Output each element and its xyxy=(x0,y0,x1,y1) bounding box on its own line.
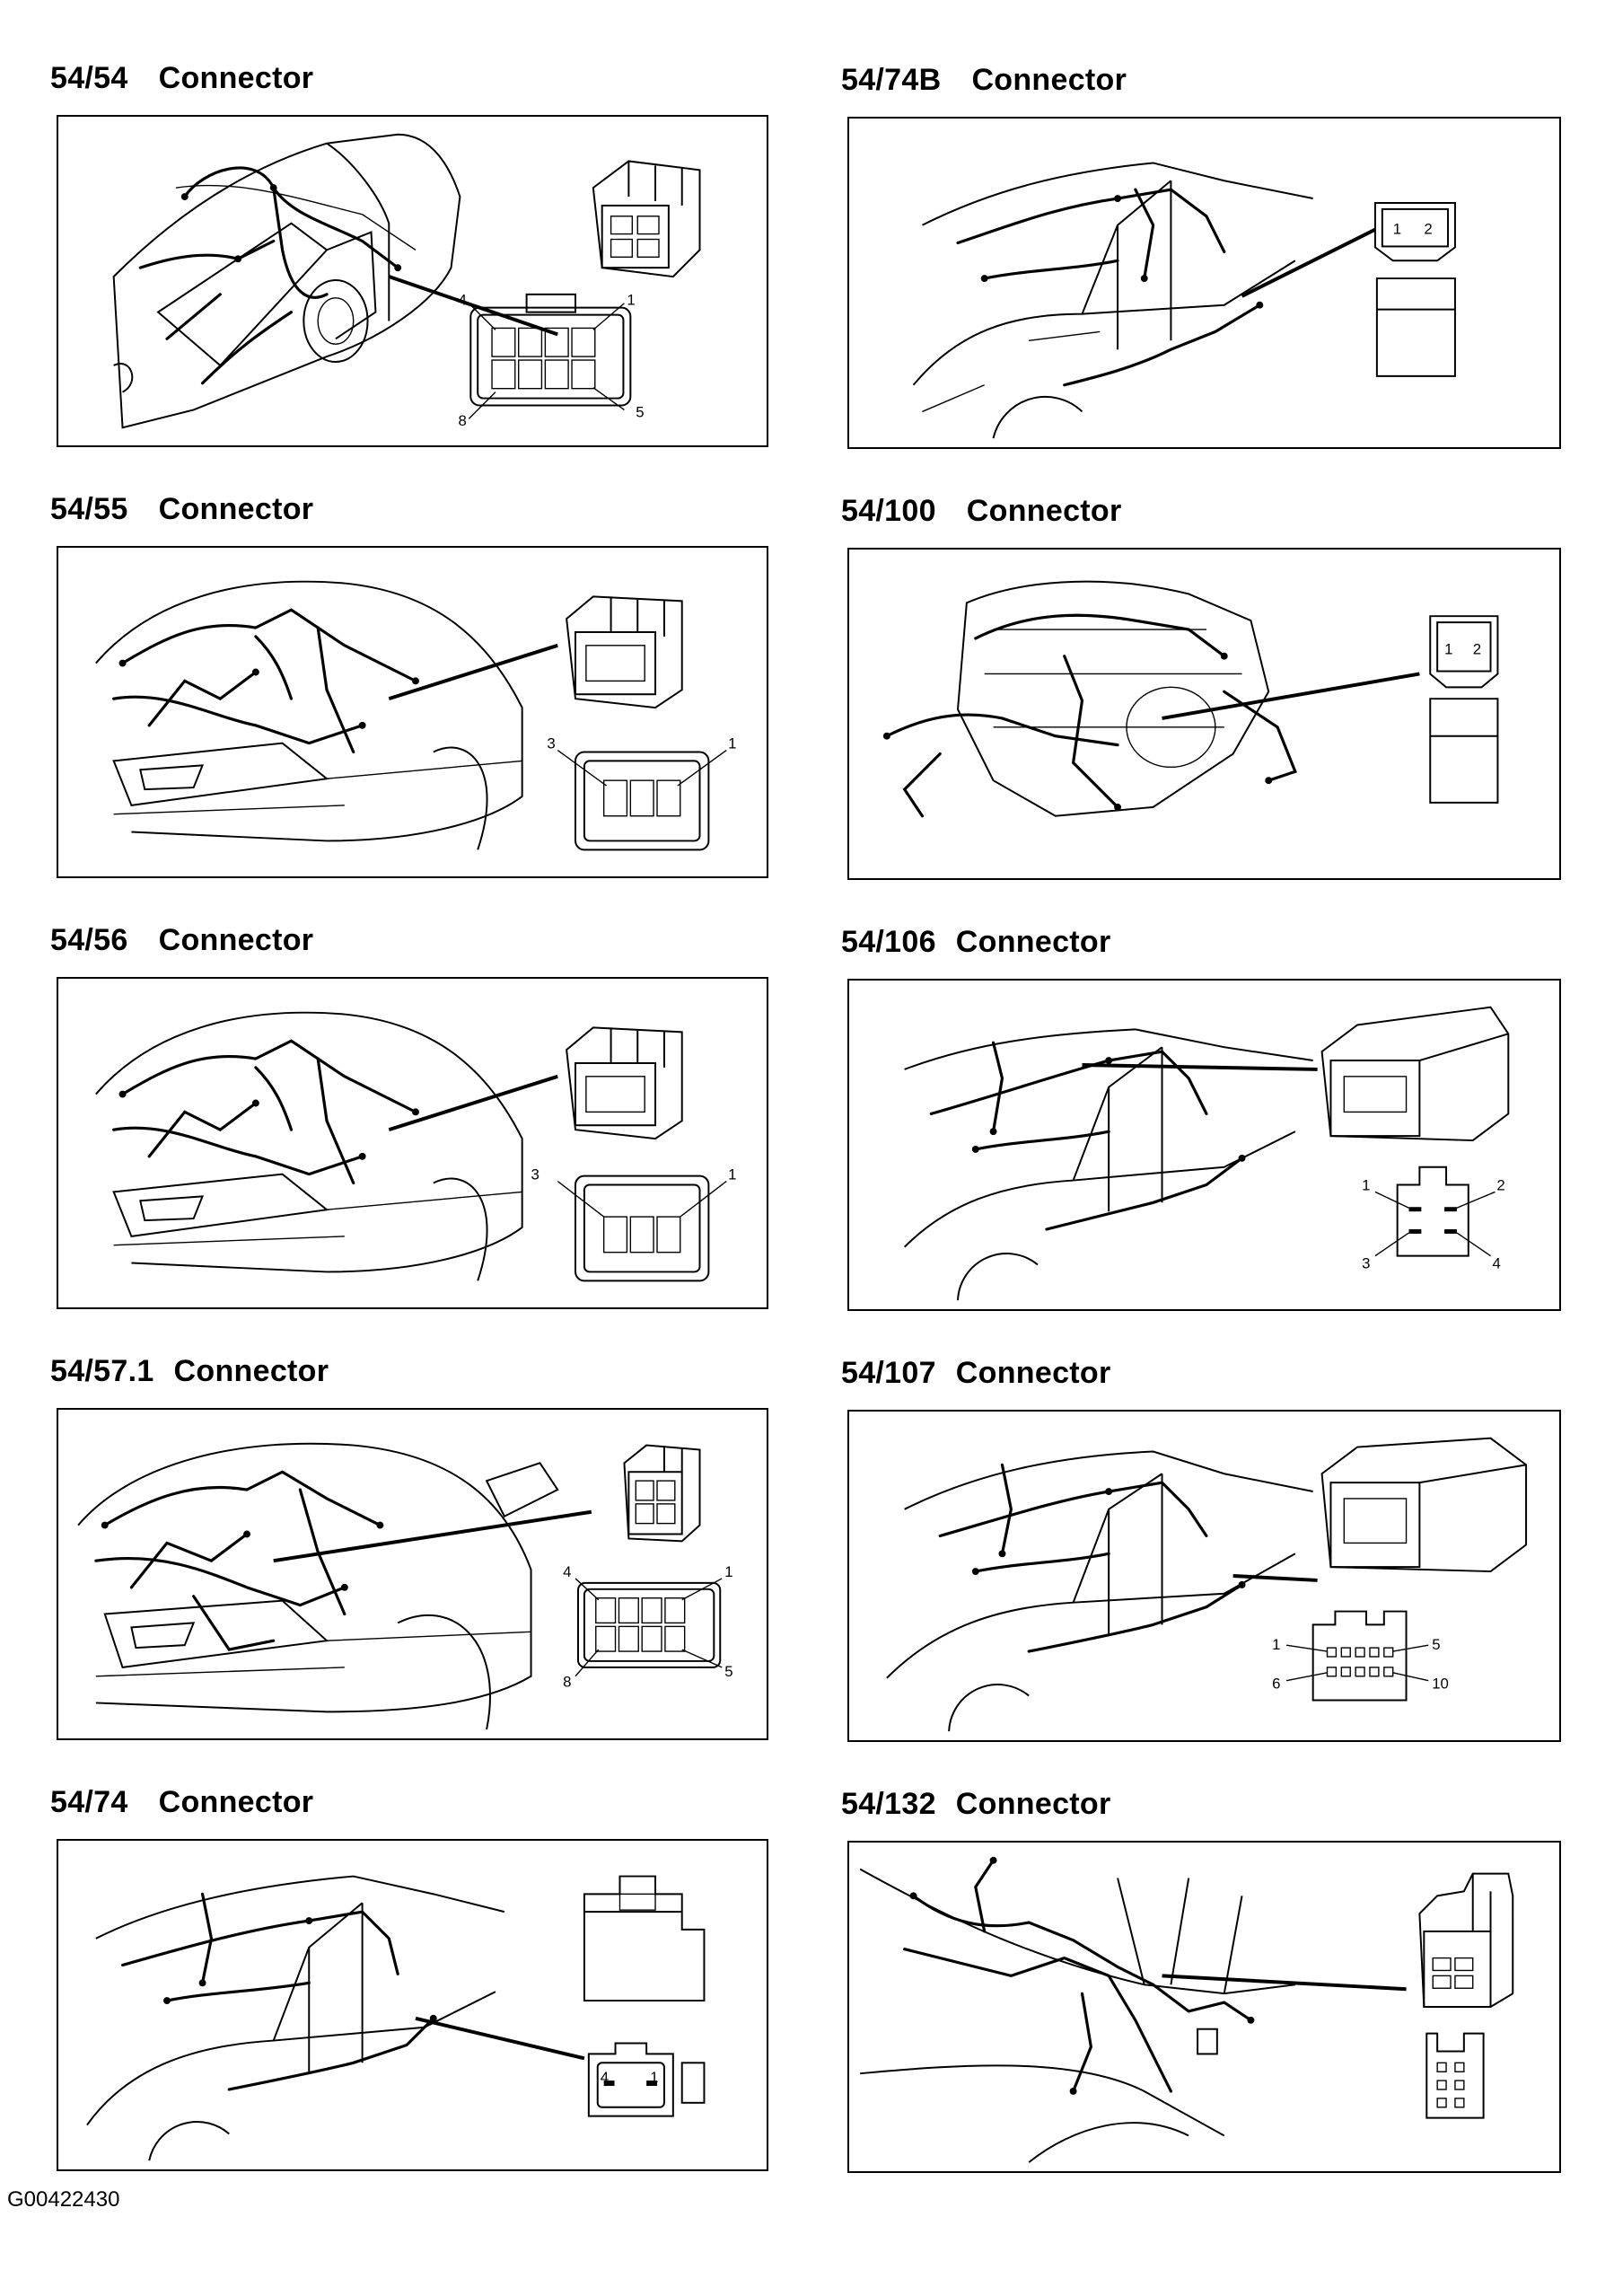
connector-housing-3d xyxy=(1320,1006,1510,1142)
pin-label: 8 xyxy=(563,1674,571,1691)
connector-face-2-pin: 1 2 xyxy=(1373,201,1456,377)
connector-housing-3d xyxy=(566,1026,683,1140)
connector-housing-3d xyxy=(1418,1872,1514,2008)
connector-label: Connector xyxy=(158,1785,314,1819)
pin-label: 2 xyxy=(1424,221,1432,238)
panel-title-54-57-1: 54/57.1 Connector xyxy=(50,1354,329,1389)
panel-title-54-132: 54/132 Connector xyxy=(841,1787,1111,1822)
car-rear-view-illustration xyxy=(112,133,558,429)
connector-label: Connector xyxy=(173,1354,329,1388)
pin-label: 10 xyxy=(1432,1676,1449,1693)
diagram-panel-54-55: 3 1 xyxy=(57,546,768,878)
connector-number: 54/74B xyxy=(841,63,942,97)
diagram-panel-54-74b: 1 2 xyxy=(847,117,1561,449)
pin-label: 4 xyxy=(458,292,466,309)
connector-housing-3d xyxy=(623,1444,701,1543)
connector-number: 54/55 xyxy=(50,492,128,526)
connector-housing-3d xyxy=(583,1875,706,2002)
diagram-panel-54-132 xyxy=(847,1841,1561,2173)
connector-label: Connector xyxy=(955,1356,1111,1390)
engine-harness-illustration xyxy=(882,580,1420,818)
connector-face-2-pin: 1 2 xyxy=(1429,615,1499,804)
pin-label: 1 xyxy=(728,1166,736,1183)
engine-bay-illustration xyxy=(95,580,558,850)
pin-label: 1 xyxy=(1444,641,1452,658)
engine-bay-illustration xyxy=(77,1442,592,1730)
pin-label: 2 xyxy=(1496,1176,1504,1193)
connector-face-3-pin: 3 1 xyxy=(531,1166,737,1282)
car-side-view-illustration xyxy=(903,1028,1318,1301)
dash-harness-illustration xyxy=(859,1856,1407,2163)
engine-bay-illustration xyxy=(95,1011,558,1281)
connector-label: Connector xyxy=(955,1787,1111,1821)
pin-label: 3 xyxy=(547,735,555,752)
connector-label: Connector xyxy=(158,492,314,526)
panel-title-54-107: 54/107 Connector xyxy=(841,1356,1111,1391)
connector-face-8-pin: 4 1 8 5 xyxy=(563,1563,732,1691)
car-side-view-illustration xyxy=(912,162,1376,439)
pin-label: 4 xyxy=(601,2069,609,2086)
connector-label: Connector xyxy=(955,925,1111,959)
panel-title-54-100: 54/100 Connector xyxy=(841,494,1122,529)
diagram-panel-54-57-1: 4 1 8 5 xyxy=(57,1408,768,1740)
connector-number: 54/74 xyxy=(50,1785,128,1819)
diagram-panel-54-56: 3 1 xyxy=(57,977,768,1309)
connector-number: 54/100 xyxy=(841,494,936,528)
pin-label: 5 xyxy=(724,1663,732,1680)
pin-label: 3 xyxy=(1362,1254,1370,1271)
connector-face-3-pin: 3 1 xyxy=(547,735,737,851)
pin-label: 1 xyxy=(1362,1176,1370,1193)
car-side-view-illustration xyxy=(886,1450,1318,1732)
pin-label: 1 xyxy=(650,2069,658,2086)
panel-title-54-74b: 54/74B Connector xyxy=(841,63,1127,98)
panel-title-54-106: 54/106 Connector xyxy=(841,925,1111,960)
pin-label: 6 xyxy=(1272,1676,1280,1693)
connector-number: 54/54 xyxy=(50,61,128,95)
diagram-panel-54-54: 4 1 8 5 xyxy=(57,115,768,447)
diagram-panel-54-74: 4 1 xyxy=(57,1839,768,2171)
pin-label: 1 xyxy=(724,1563,732,1580)
car-side-view-illustration xyxy=(86,1875,585,2161)
pin-label: 2 xyxy=(1473,641,1481,658)
panel-title-54-56: 54/56 Connector xyxy=(50,923,313,958)
connector-housing-3d xyxy=(592,160,701,278)
connector-label: Connector xyxy=(158,61,314,95)
pin-label: 4 xyxy=(563,1563,571,1580)
pin-label: 5 xyxy=(1432,1636,1440,1653)
connector-label: Connector xyxy=(966,494,1122,528)
diagram-panel-54-107: 1 5 6 10 xyxy=(847,1410,1561,1742)
connector-housing-3d xyxy=(1320,1437,1528,1573)
connector-face-10-pin: 1 5 6 10 xyxy=(1272,1610,1449,1702)
pin-label: 3 xyxy=(531,1166,539,1183)
pin-label: 1 xyxy=(1393,221,1401,238)
connector-number: 54/57.1 xyxy=(50,1354,154,1388)
panel-title-54-74: 54/74 Connector xyxy=(50,1785,313,1820)
diagram-panel-54-100: 1 2 xyxy=(847,548,1561,880)
diagram-panel-54-106: 1 2 3 4 xyxy=(847,979,1561,1311)
connector-number: 54/132 xyxy=(841,1787,936,1821)
connector-face-4-pin: 1 2 3 4 xyxy=(1362,1166,1505,1271)
connector-face-8-pin: 4 1 8 5 xyxy=(458,292,644,430)
figure-code: G00422430 xyxy=(7,2187,120,2212)
panel-title-54-54: 54/54 Connector xyxy=(50,61,313,96)
connector-face-multi-pin xyxy=(1425,2032,1485,2119)
pin-label: 8 xyxy=(458,412,466,429)
pin-label: 1 xyxy=(1272,1636,1280,1653)
connector-face-4-pin: 4 1 xyxy=(587,2042,706,2117)
panel-title-54-55: 54/55 Connector xyxy=(50,492,313,527)
pin-label: 4 xyxy=(1492,1254,1500,1271)
connector-housing-3d xyxy=(566,595,683,709)
connector-label: Connector xyxy=(158,923,314,957)
pin-label: 1 xyxy=(728,735,736,752)
connector-number: 54/106 xyxy=(841,925,936,959)
pin-label: 5 xyxy=(636,403,644,420)
connector-number: 54/56 xyxy=(50,923,128,957)
pin-label: 1 xyxy=(627,292,635,309)
connector-label: Connector xyxy=(971,63,1127,97)
connector-number: 54/107 xyxy=(841,1356,936,1390)
